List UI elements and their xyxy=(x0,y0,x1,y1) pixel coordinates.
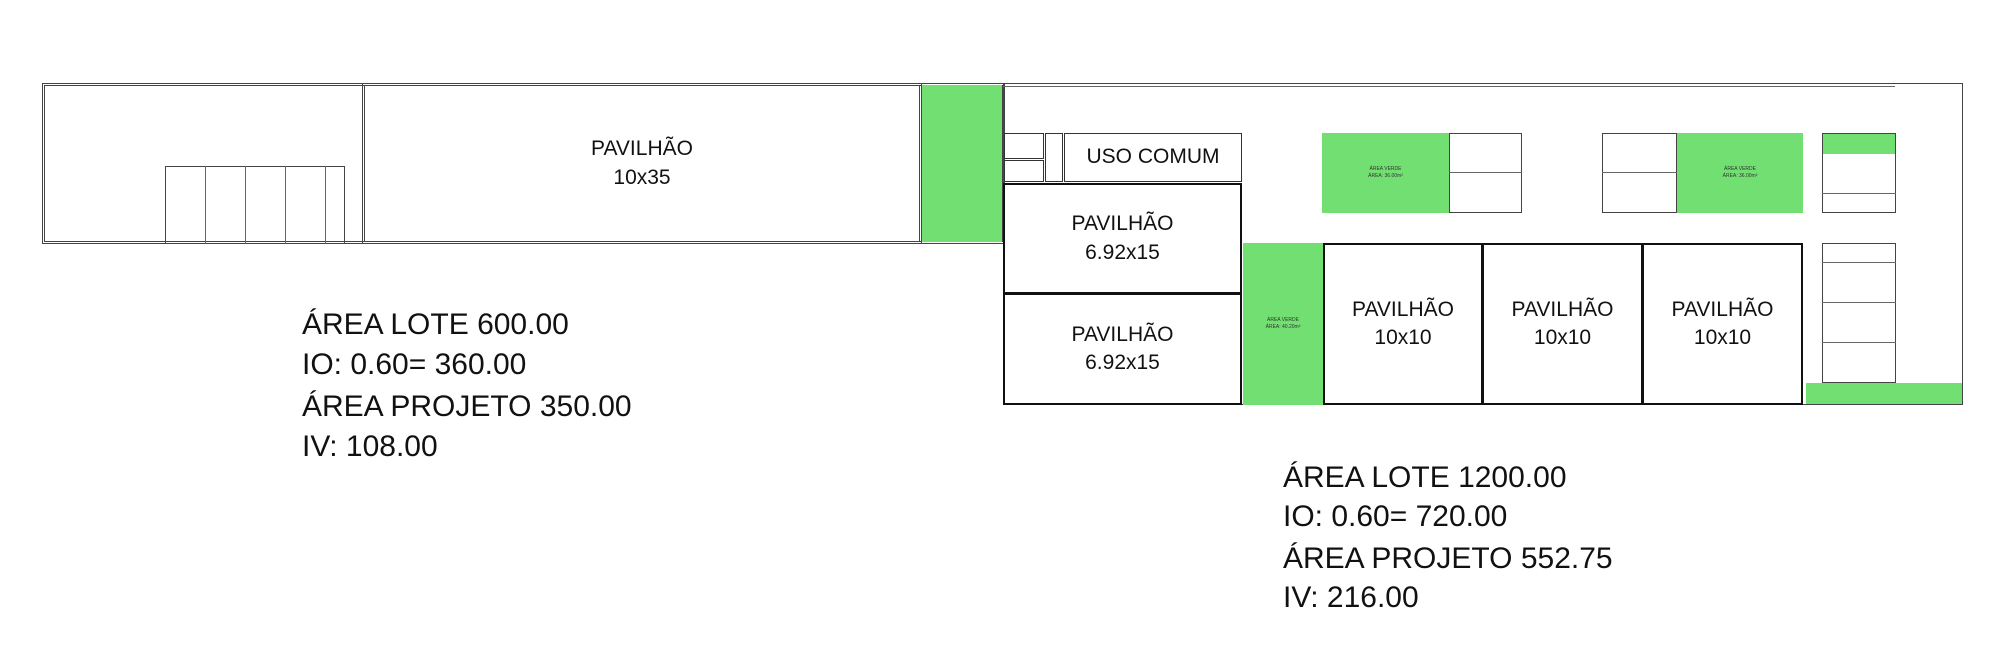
pavilion-size: 10x35 xyxy=(613,165,671,189)
green-area-title: ÁREA VERDE xyxy=(1724,166,1756,173)
pavilion-size: 10x10 xyxy=(1533,326,1592,349)
small-room xyxy=(1004,133,1044,159)
parking-divider xyxy=(1449,172,1522,173)
green-area-size: ÁREA: 40.20m² xyxy=(1265,324,1301,330)
pavilion-title: PAVILHÃO xyxy=(1671,297,1774,321)
uso-comum-room: USO COMUM xyxy=(1064,133,1242,182)
pavilion-6-92x15-upper: PAVILHÃO 6.92x15 xyxy=(1003,183,1242,294)
green-area-size: ÁREA: 36.00m² xyxy=(1368,173,1403,179)
right-io: IO: 0.60= 720.00 xyxy=(1283,500,1508,533)
parking-divider xyxy=(1602,172,1677,173)
pavilion-6-92x15-lower: PAVILHÃO 6.92x15 xyxy=(1003,293,1242,405)
parking-column-bottom xyxy=(1822,243,1896,383)
pavilion-10x10-b: PAVILHÃO 10x10 xyxy=(1482,243,1643,405)
uso-comum-label: USO COMUM xyxy=(1086,145,1220,169)
green-area-top-1: ÁREA VERDE ÁREA: 36.00m² xyxy=(1322,133,1449,213)
pavilion-10x10-c: PAVILHÃO 10x10 xyxy=(1642,243,1803,405)
green-area-title: ÁREA VERDE xyxy=(1267,317,1299,324)
pavilion-size: 10x10 xyxy=(1693,326,1752,349)
left-io: IO: 0.60= 360.00 xyxy=(302,348,527,381)
parking-divider xyxy=(325,166,326,244)
green-area-small xyxy=(1822,133,1896,154)
right-area-projeto: ÁREA PROJETO 552.75 xyxy=(1283,542,1613,575)
green-area-bottom-strip xyxy=(1806,383,1962,404)
pavilion-title: PAVILHÃO xyxy=(1071,322,1174,346)
right-lot-stats: ÁREA LOTE 1200.00 IO: 0.60= 720.00 ÁREA … xyxy=(1283,463,1733,623)
pavilion-size: 10x10 xyxy=(1374,326,1432,349)
pavilion-10x35: PAVILHÃO 10x35 xyxy=(362,83,922,244)
right-lot-plan: USO COMUM PAVILHÃO 6.92x15 PAVILHÃO 6.92… xyxy=(1003,83,1963,405)
green-area-title: ÁREA VERDE xyxy=(1369,166,1402,173)
left-iv: IV: 108.00 xyxy=(302,430,438,463)
pavilion-size: 6.92x15 xyxy=(1085,240,1160,264)
pavilion-title: PAVILHÃO xyxy=(1352,297,1454,321)
right-area-lote: ÁREA LOTE 1200.00 xyxy=(1283,461,1567,494)
left-area-projeto: ÁREA PROJETO 350.00 xyxy=(302,390,632,423)
parking-divider xyxy=(1822,193,1896,194)
green-area-size: ÁREA: 36.00m² xyxy=(1722,173,1758,179)
parking-divider xyxy=(285,166,286,244)
small-room xyxy=(1004,160,1044,182)
green-area-top-2: ÁREA VERDE ÁREA: 36.00m² xyxy=(1677,133,1803,213)
parking-divider xyxy=(1822,342,1896,343)
pavilion-title: PAVILHÃO xyxy=(591,137,693,161)
parking-stalls xyxy=(165,166,345,244)
left-lot-plan: PAVILHÃO 10x35 xyxy=(0,0,1005,260)
left-green-area xyxy=(922,85,1002,242)
parking-divider xyxy=(1822,262,1896,263)
left-lot-stats: ÁREA LOTE 600.00 IO: 0.60= 360.00 ÁREA P… xyxy=(302,310,702,470)
pavilion-title: PAVILHÃO xyxy=(1511,297,1614,321)
right-lot-top-inner-line xyxy=(1003,86,1895,87)
parking-divider xyxy=(1822,302,1896,303)
parking-divider xyxy=(205,166,206,244)
pavilion-10x10-a: PAVILHÃO 10x10 xyxy=(1323,243,1483,405)
pavilion-size: 6.92x15 xyxy=(1085,351,1160,374)
parking-divider xyxy=(245,166,246,244)
parking-block-2 xyxy=(1602,133,1677,213)
right-iv: IV: 216.00 xyxy=(1283,581,1419,614)
small-room xyxy=(1045,133,1063,182)
parking-block-1 xyxy=(1449,133,1522,213)
pavilion-title: PAVILHÃO xyxy=(1071,212,1174,236)
left-area-lote: ÁREA LOTE 600.00 xyxy=(302,308,569,341)
green-area-vertical: ÁREA VERDE ÁREA: 40.20m² xyxy=(1243,243,1323,405)
parking-column-top xyxy=(1822,133,1896,213)
